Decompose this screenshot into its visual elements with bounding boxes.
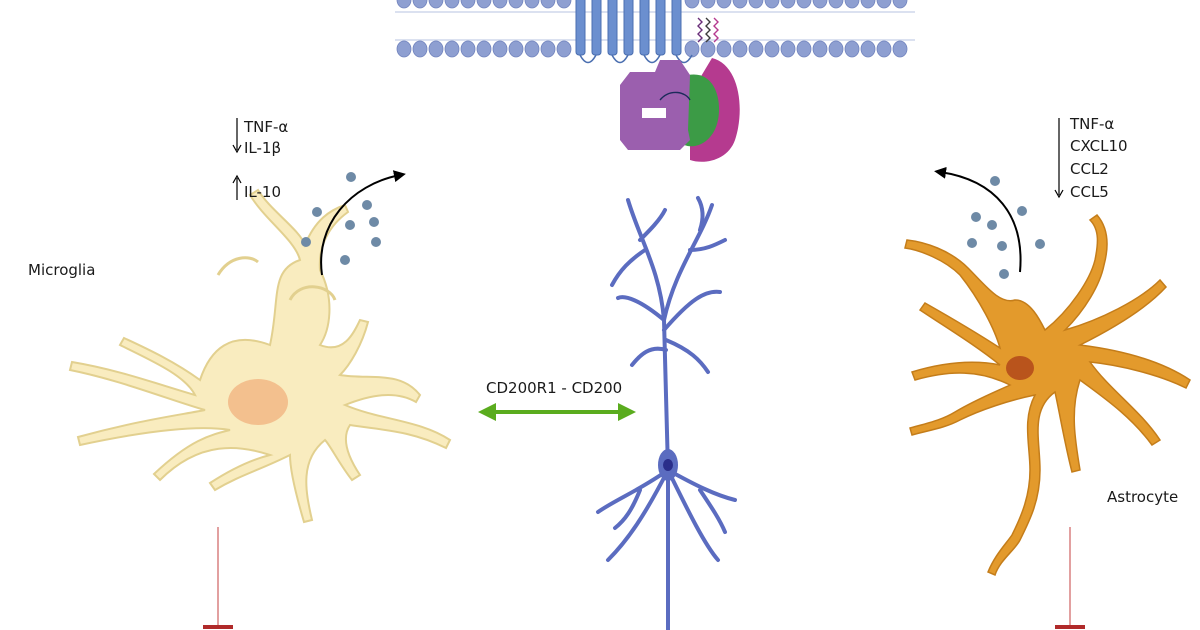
astrocyte-cytokine-down-3: CCL2 (1070, 160, 1109, 178)
phospholipid-head (444, 0, 460, 9)
phospholipid-head (764, 40, 780, 58)
phospholipid-head (684, 0, 700, 9)
phospholipid-head (892, 40, 908, 58)
phospholipid-head (460, 0, 476, 9)
phospholipid-head (476, 40, 492, 58)
phospholipid-head (540, 40, 556, 58)
phospholipid-head (476, 0, 492, 9)
astrocyte-cytokine-down-1: TNF-α (1070, 115, 1115, 133)
phospholipid-head (700, 40, 716, 58)
phospholipid-head (812, 40, 828, 58)
membrane-outer-heads (396, 0, 908, 9)
phospholipid-head (860, 40, 876, 58)
neuron-cell (596, 196, 737, 630)
membrane-inner-heads (396, 40, 908, 58)
membrane-tails (395, 11, 915, 41)
phospholipid-head (508, 40, 524, 58)
phospholipid-head (524, 40, 540, 58)
astrocyte-cytokine-down-4: CCL5 (1070, 183, 1109, 201)
phospholipid-head (460, 40, 476, 58)
phospholipid-head (492, 0, 508, 9)
phospholipid-head (828, 40, 844, 58)
phospholipid-head (764, 0, 780, 9)
phospholipid-head (796, 40, 812, 58)
phospholipid-head (780, 0, 796, 9)
microglia-cytokine-down-2: IL-1β (244, 139, 282, 157)
phospholipid-head (492, 40, 508, 58)
phospholipid-head (876, 40, 892, 58)
cell-membrane (395, 0, 915, 58)
phospholipid-head (716, 0, 732, 9)
receptor-transmembrane-helices (575, 0, 719, 64)
astrocyte-cell (904, 213, 1191, 577)
phospholipid-head (540, 0, 556, 9)
phospholipid-head (444, 40, 460, 58)
microglia-cytokine-up-1: IL-10 (244, 183, 282, 201)
phospholipid-head (844, 0, 860, 9)
microglia-cytokine-down-1: TNF-α (244, 118, 289, 136)
astrocyte-label: Astrocyte (1107, 488, 1179, 506)
phospholipid-head (684, 40, 700, 58)
phospholipid-head (524, 0, 540, 9)
phospholipid-head (748, 0, 764, 9)
phospholipid-head (876, 0, 892, 9)
microglia-cell (68, 188, 452, 524)
phospholipid-head (732, 0, 748, 9)
intracellular-protein-complex (620, 58, 740, 162)
phospholipid-head (828, 0, 844, 9)
phospholipid-head (556, 40, 572, 58)
cd200-interaction-arrow (478, 403, 636, 421)
phospholipid-head (812, 0, 828, 9)
astrocyte-inhibition-bar (1055, 527, 1085, 629)
phospholipid-head (780, 40, 796, 58)
phospholipid-head (716, 40, 732, 58)
phospholipid-head (844, 40, 860, 58)
phospholipid-head (428, 40, 444, 58)
microglia-regulation-arrows (232, 118, 242, 200)
astrocyte-secreted-cytokines (934, 166, 1045, 279)
astrocyte-regulation-arrow (1054, 118, 1064, 199)
microglia-secreted-cytokines (301, 170, 406, 276)
phospholipid-head (396, 40, 412, 58)
phospholipid-head (412, 0, 428, 9)
phospholipid-head (700, 0, 716, 9)
phospholipid-head (428, 0, 444, 9)
microglia-inhibition-bar (203, 527, 233, 629)
phospholipid-head (396, 0, 412, 9)
phospholipid-head (508, 0, 524, 9)
phospholipid-head (556, 0, 572, 9)
phospholipid-head (732, 40, 748, 58)
astrocyte-cytokine-down-2: CXCL10 (1070, 137, 1128, 155)
interaction-label: CD200R1 - CD200 (486, 379, 623, 397)
phospholipid-head (796, 0, 812, 9)
phospholipid-head (412, 40, 428, 58)
phospholipid-head (748, 40, 764, 58)
phospholipid-head (860, 0, 876, 9)
phospholipid-head (892, 0, 908, 9)
microglia-label: Microglia (28, 261, 96, 279)
